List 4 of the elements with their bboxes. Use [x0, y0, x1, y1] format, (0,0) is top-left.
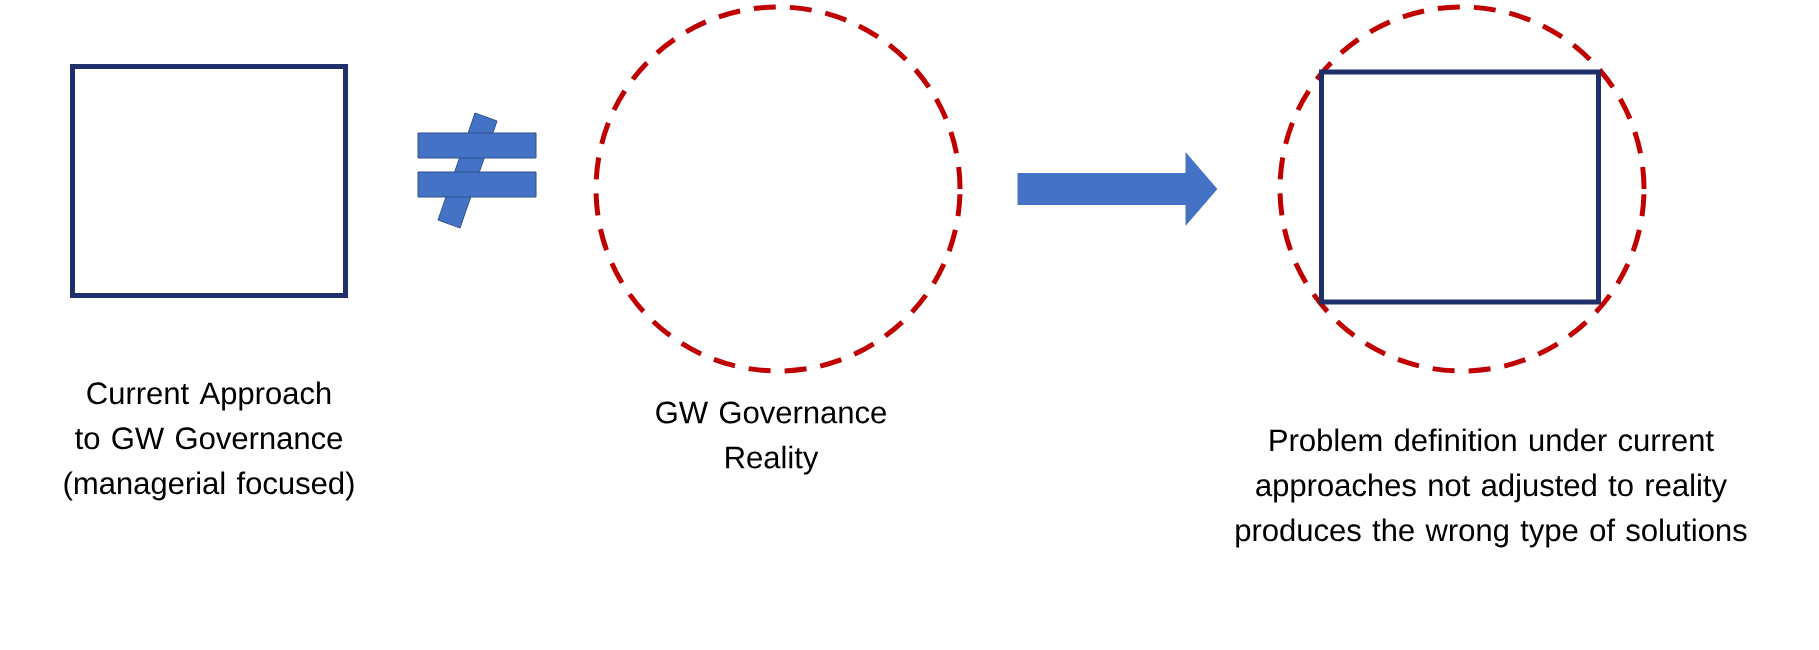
node-label: Problem definition under current approaches not adjusted to reality produces the wrong type of solutions — [1236, 428, 1747, 548]
node-label: GW Governance Reality — [656, 401, 886, 475]
outline-box — [1319, 69, 1601, 305]
node-label: Current Approach to GW Governance (managerial focused) — [64, 381, 354, 501]
